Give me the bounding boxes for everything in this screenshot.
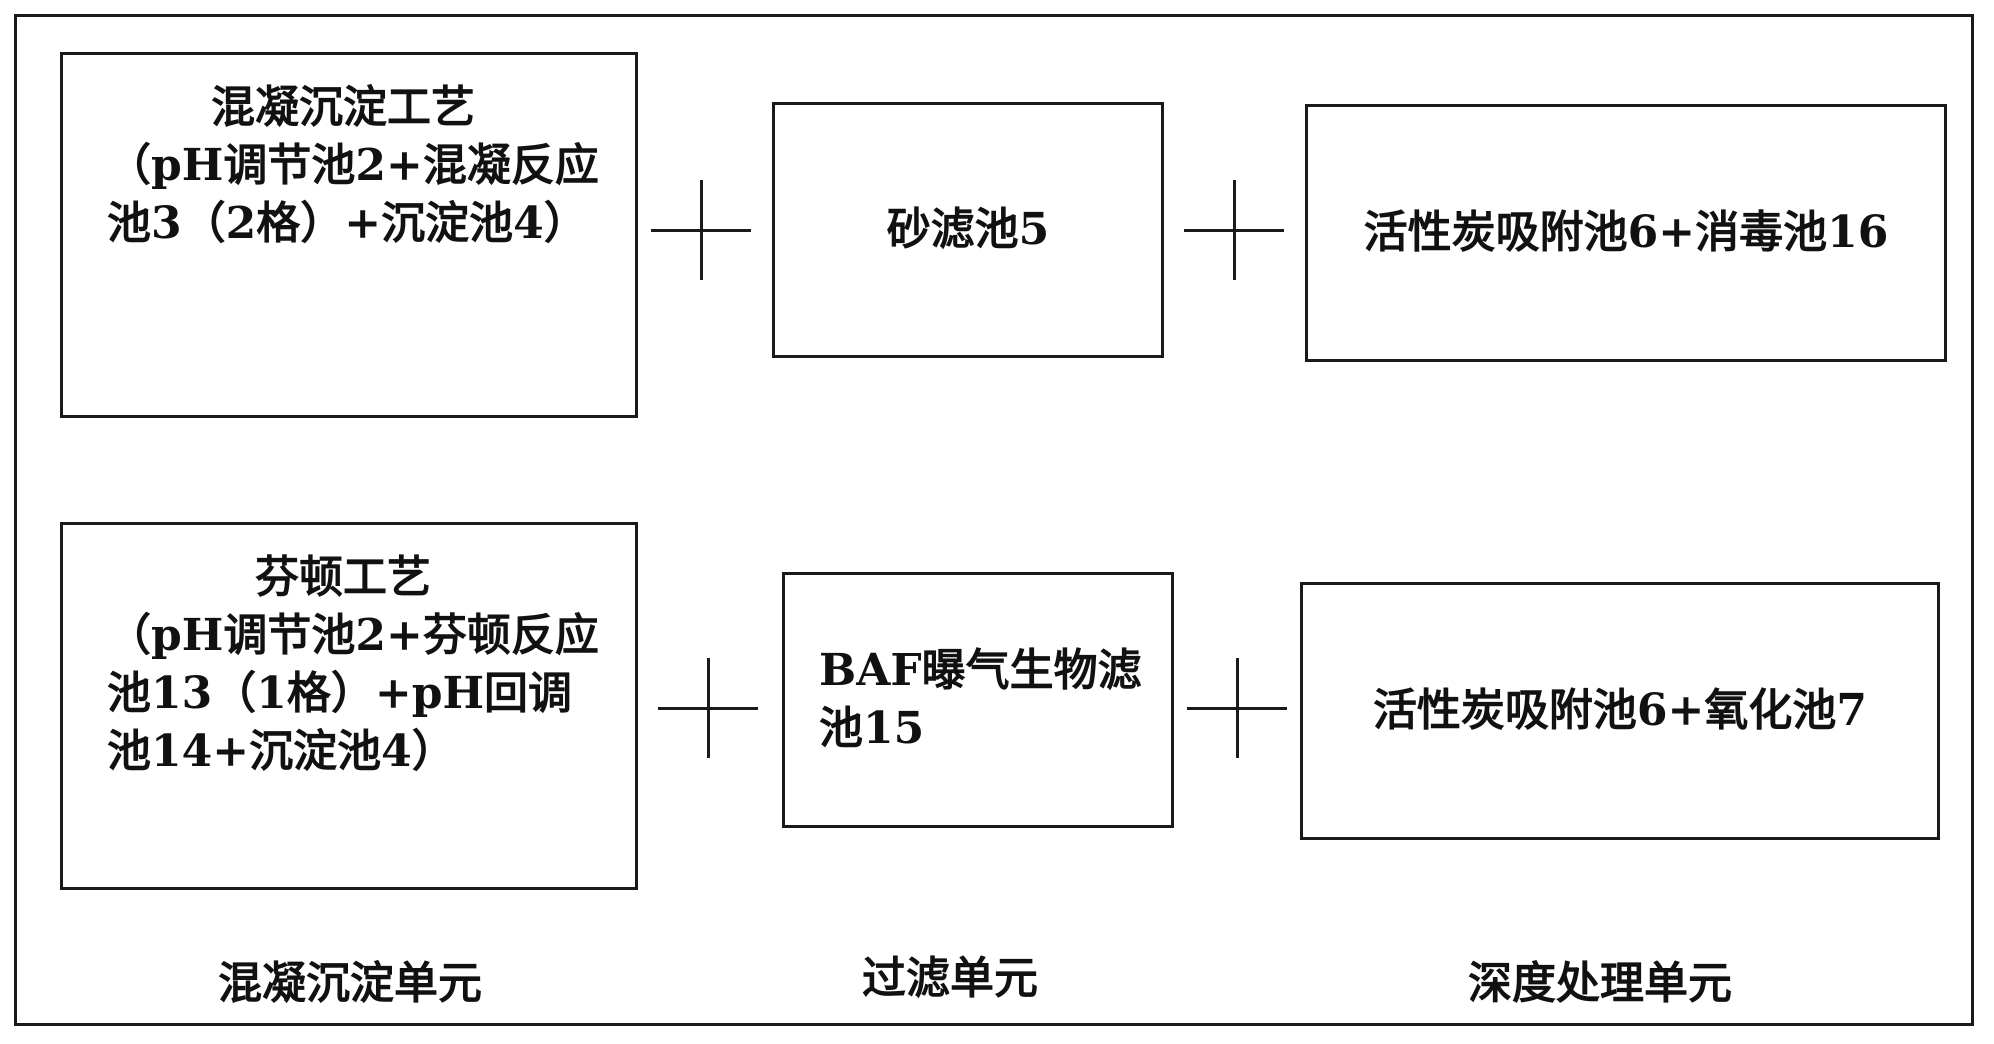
plus-sign-row1-a (651, 180, 751, 280)
plus-sign-row1-b (1184, 180, 1284, 280)
plus-sign-row2-a (658, 658, 758, 758)
coagulation-process-detail: （pH调节池2+混凝反应池3（2格）+沉淀池4） (107, 140, 599, 249)
coagulation-process-title: 混凝沉淀工艺 (211, 82, 475, 133)
coagulation-process-box: 混凝沉淀工艺 （pH调节池2+混凝反应池3（2格）+沉淀池4） (60, 52, 638, 418)
fenton-process-detail: （pH调节池2+芬顿反应池13（1格）+pH回调池14+沉淀池4） (107, 610, 599, 777)
advanced-treatment-unit-label: 深度处理单元 (1468, 958, 1732, 1009)
fenton-process-title: 芬顿工艺 (255, 552, 431, 603)
activated-carbon-oxidation-box: 活性炭吸附池6+氧化池7 (1300, 582, 1940, 840)
fenton-process-box: 芬顿工艺 （pH调节池2+芬顿反应池13（1格）+pH回调池14+沉淀池4） (60, 522, 638, 890)
activated-carbon-disinfection-label: 活性炭吸附池6+消毒池16 (1363, 207, 1889, 258)
sand-filter-box: 砂滤池5 (772, 102, 1164, 358)
activated-carbon-oxidation-label: 活性炭吸附池6+氧化池7 (1372, 685, 1868, 736)
baf-biofilter-box: BAF曝气生物滤池15 (782, 572, 1174, 828)
filtration-unit-label: 过滤单元 (862, 953, 1038, 1004)
plus-sign-row2-b (1187, 658, 1287, 758)
baf-biofilter-label: BAF曝气生物滤池15 (819, 645, 1142, 754)
diagram-frame (14, 14, 1974, 1026)
sand-filter-label: 砂滤池5 (886, 204, 1050, 255)
activated-carbon-disinfection-box: 活性炭吸附池6+消毒池16 (1305, 104, 1947, 362)
coagulation-unit-label: 混凝沉淀单元 (218, 958, 482, 1009)
